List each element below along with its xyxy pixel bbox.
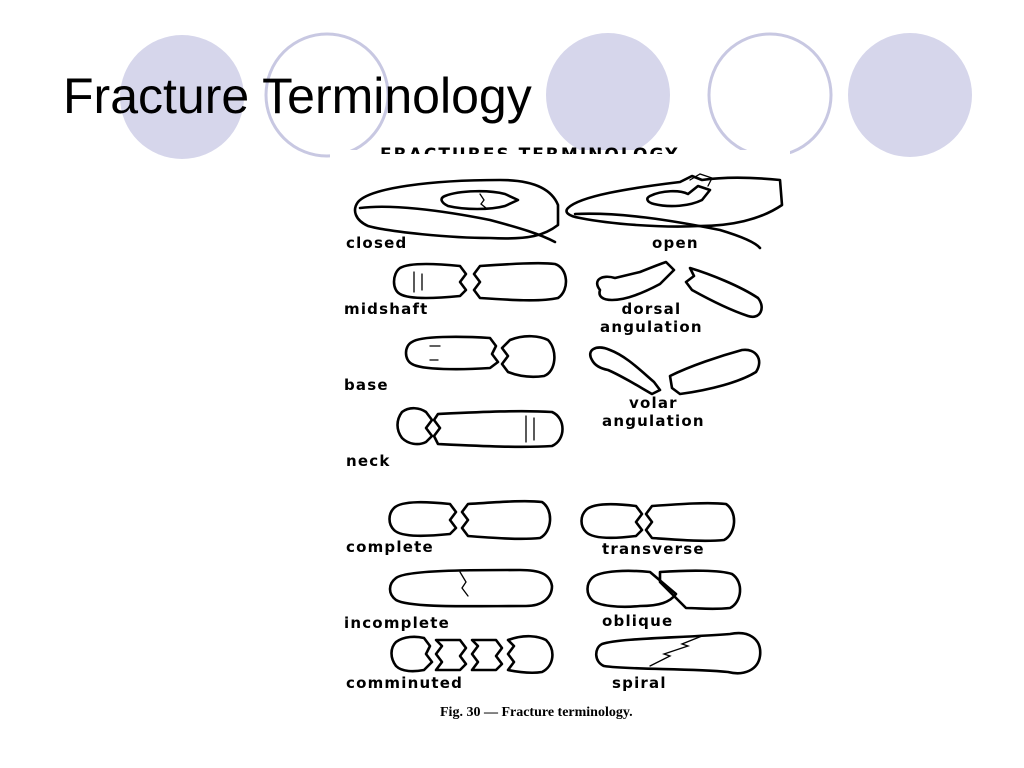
label-dorsal-line1: dorsal (621, 300, 682, 318)
label-open: open (652, 234, 699, 252)
label-dorsal-angulation: dorsal angulation (600, 300, 703, 336)
comminuted-fracture-drawing (390, 634, 554, 675)
oblique-fracture-drawing (586, 569, 742, 611)
base-fracture-drawing (404, 334, 556, 379)
spiral-fracture-drawing (594, 631, 762, 675)
decorative-circles (120, 32, 972, 159)
label-oblique: oblique (602, 612, 674, 630)
deco-circle-filled-3 (848, 33, 972, 157)
figure-caption: Fig. 30 — Fracture terminology. (440, 705, 633, 720)
deco-circle-outline-2 (707, 32, 833, 158)
label-dorsal-line2: angulation (600, 318, 703, 336)
midshaft-fracture-drawing (392, 261, 568, 302)
transverse-fracture-drawing (580, 501, 736, 543)
open-fracture-drawing (565, 173, 784, 250)
volar-angulation-drawing (589, 346, 761, 396)
deco-circle-filled-1 (120, 35, 244, 159)
label-incomplete: incomplete (344, 614, 451, 632)
label-base: base (344, 376, 389, 394)
label-volar-angulation: volar angulation (602, 394, 705, 430)
label-comminuted: comminuted (346, 674, 464, 692)
fracture-drawings (353, 173, 784, 675)
slide-title: Fracture Terminology (63, 68, 532, 124)
figure-header-text: FRACTURES TERMINOLOGY (380, 142, 679, 154)
label-closed: closed (346, 234, 408, 252)
label-volar-line1: volar (629, 394, 678, 412)
deco-circle-filled-2 (546, 33, 670, 157)
neck-fracture-drawing (396, 406, 564, 449)
dorsal-angulation-drawing (595, 260, 763, 319)
label-volar-line2: angulation (602, 412, 705, 430)
label-transverse: transverse (602, 540, 705, 558)
deco-circle-outline-1 (264, 32, 390, 158)
label-midshaft: midshaft (344, 300, 429, 318)
closed-fracture-drawing (353, 178, 560, 244)
label-spiral: spiral (612, 674, 667, 692)
incomplete-fracture-drawing (388, 568, 554, 608)
fracture-figure: FRACTURES TERMINOLOGY (330, 145, 790, 725)
complete-fracture-drawing (388, 499, 552, 541)
label-neck: neck (346, 452, 391, 470)
label-complete: complete (346, 538, 434, 556)
